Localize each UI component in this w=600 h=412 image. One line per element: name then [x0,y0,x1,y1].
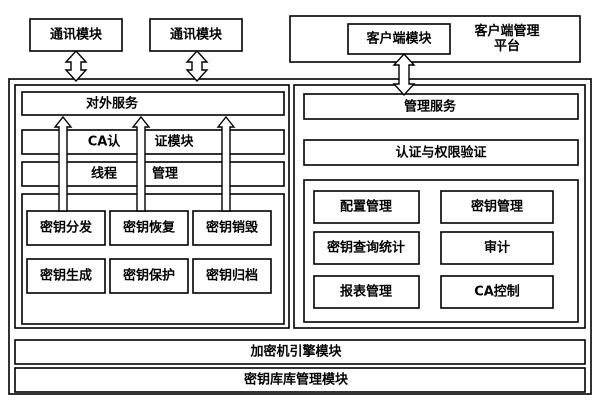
funcs-container [303,179,579,323]
crypto-engine-box [14,339,586,365]
left-panel [14,84,290,329]
mgmt-service-label: 管理服务 [403,99,457,115]
key-op-box-6 [192,258,272,294]
func-box-5 [313,275,420,309]
key-op-box-5 [109,258,189,294]
func-label-1: 配置管理 [339,199,393,215]
key-op-label-2: 密钥恢复 [122,220,176,236]
thread-label-left: 线程 [90,166,118,182]
key-op-label-6: 密钥归档 [205,268,259,284]
auth-perm-label: 认证与权限验证 [395,145,487,161]
func-box-1 [313,190,420,224]
client-platform-box [289,15,581,63]
func-label-4: 审计 [483,240,511,256]
key-op-label-4: 密钥生成 [39,268,93,284]
double-arrow-2 [185,49,209,83]
func-box-2 [440,190,554,224]
key-ops-container [21,193,285,325]
client-platform-text: 客户端管理 平台 [474,24,540,54]
key-op-label-1: 密钥分发 [39,220,93,236]
up-arrow-2 [131,115,151,212]
key-db-label: 密钥库库管理模块 [243,372,349,388]
right-panel [293,84,586,329]
mgmt-service-box [303,93,579,120]
key-op-box-4 [26,258,106,294]
func-label-3: 密钥查询统计 [326,240,406,256]
outer-frame [8,78,592,395]
key-op-label-5: 密钥保护 [122,268,176,284]
key-op-box-2 [109,210,189,246]
ca-auth-label-left: CA认 [87,134,121,150]
key-op-box-3 [192,210,272,246]
client-module-label: 客户端模块 [366,31,432,47]
func-label-5: 报表管理 [339,284,393,300]
client-platform-label: 客户端管理 平台 [462,24,552,54]
up-arrow-1 [53,115,73,212]
up-arrow-3 [216,115,236,212]
double-arrow-3 [392,52,416,97]
func-box-6 [440,275,554,309]
func-label-6: CA控制 [474,284,520,300]
func-box-4 [440,231,554,265]
double-arrow-1 [64,49,88,83]
external-service-label: 对外服务 [85,96,139,112]
key-op-label-3: 密钥销毁 [205,220,259,236]
thread-label-right: 管理 [151,166,179,182]
comm-module-label-2: 通讯模块 [169,27,223,43]
client-module-box [347,23,451,55]
comm-module-box-2 [149,18,243,52]
comm-module-label-1: 通讯模块 [49,27,103,43]
thread-box [21,161,285,187]
func-label-2: 密钥管理 [470,199,524,215]
func-box-3 [313,231,420,265]
key-db-box [14,367,586,393]
auth-perm-box [303,139,579,166]
external-service-box [21,91,285,116]
ca-auth-box [21,129,285,155]
crypto-engine-label: 加密机引擎模块 [250,344,342,360]
ca-auth-label-right: 证模块 [154,134,194,150]
